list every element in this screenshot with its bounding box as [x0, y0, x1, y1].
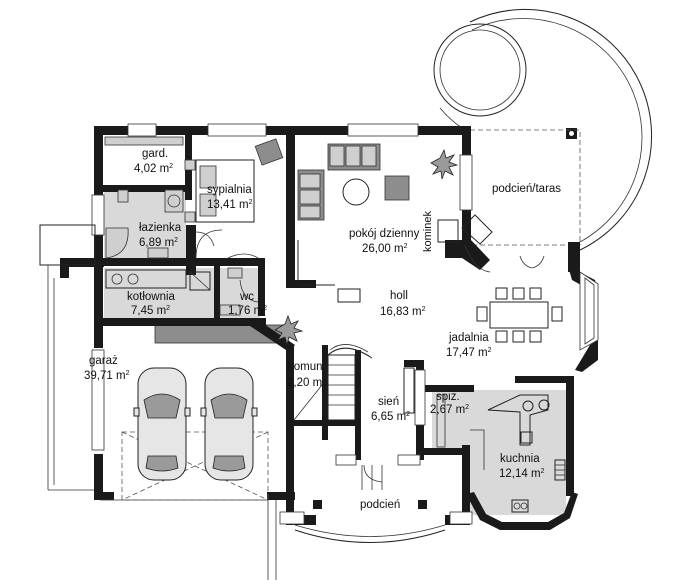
room-area-jadalnia: 17,47 m2 [446, 347, 492, 359]
stairs [293, 344, 373, 421]
room-area-sypialnia: 13,41 m2 [207, 199, 253, 211]
room-name-kominek: kominek [422, 211, 434, 252]
left-annex [39, 224, 96, 491]
room-area-holl: 16,83 m2 [380, 306, 426, 318]
room-name-garaz: garaż [89, 355, 118, 367]
room-name-pokoj-dzienny: pokój dzienny [349, 228, 420, 240]
room-labels: gard. 4,02 m2 sypialnia 13,41 m2 łazienk… [84, 148, 561, 511]
room-name-holl: holl [390, 290, 408, 302]
room-name-jadalnia: jadalnia [448, 332, 489, 344]
room-area-gard: 4,02 m2 [134, 163, 173, 175]
room-name-podcien-taras: podcień/taras [492, 183, 561, 195]
room-name-kotlownia: kotłownia [127, 291, 176, 303]
garage-cars [133, 367, 258, 481]
room-name-kuchnia: kuchnia [500, 453, 540, 465]
room-area-lazienka: 6,89 m2 [139, 237, 178, 249]
room-area-garaz: 39,71 m2 [84, 370, 130, 382]
room-area-pokoj-dzienny: 26,00 m2 [362, 243, 408, 255]
room-name-sypialnia: sypialnia [207, 184, 252, 196]
room-name-sien: sień [378, 396, 399, 408]
room-area-spiz: 2,67 m2 [430, 404, 469, 416]
room-name-spiz: spiż. [436, 391, 460, 403]
windows [91, 123, 599, 525]
terrace-pergola [433, 8, 653, 251]
room-name-wc: wc [239, 291, 254, 303]
furniture [104, 136, 566, 513]
room-name-podcien: podcień [360, 499, 400, 511]
room-area-sien: 6,65 m2 [371, 411, 410, 423]
room-area-kuchnia: 12,14 m2 [499, 468, 545, 480]
room-area-komun: 2,20 m2 [287, 377, 326, 389]
room-name-komun: komun. [288, 361, 326, 373]
room-name-gard: gard. [142, 148, 168, 160]
room-area-kotlownia: 7,45 m2 [131, 305, 170, 317]
room-name-lazienka: łazienka [139, 222, 182, 234]
room-area-wc: 1,76 m2 [228, 305, 267, 317]
